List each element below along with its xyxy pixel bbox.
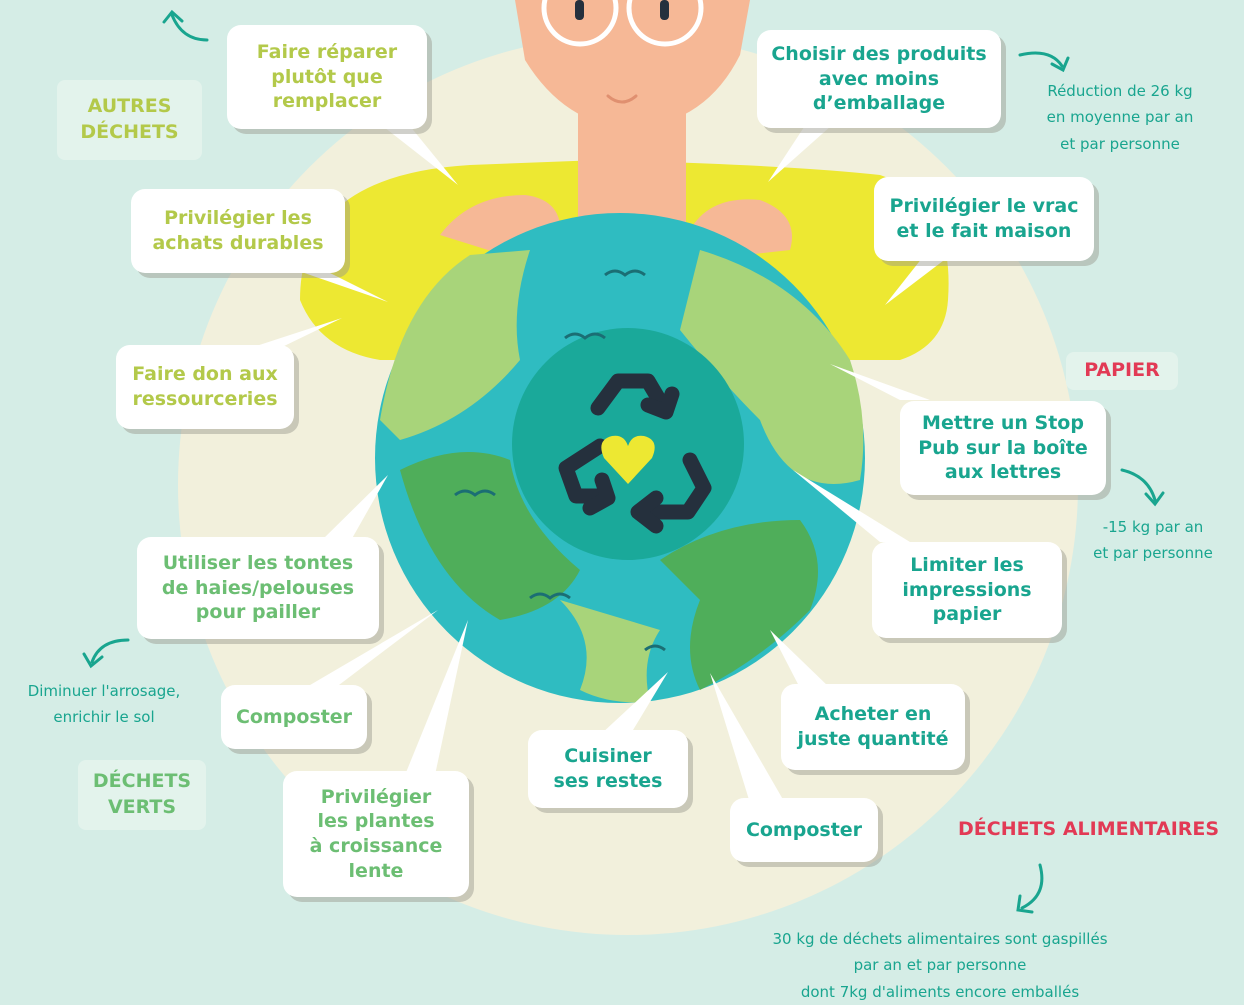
note-reduction-emballage: Réduction de 26 kg en moyenne par an et …	[1046, 82, 1194, 153]
center-disc	[512, 328, 744, 560]
category-dechets-alimentaires: DÉCHETS ALIMENTAIRES	[958, 818, 1220, 840]
bubble-don-ressourceries: Faire don aux ressourceries	[116, 345, 294, 429]
bubble-vrac-fait-maison: Privilégier le vrac et le fait maison	[874, 177, 1094, 261]
wave-icon	[454, 269, 666, 652]
category-dechets-verts: DÉCHETS VERTS	[78, 760, 206, 830]
bubble-acheter-juste-quantite: Acheter en juste quantité	[781, 684, 965, 770]
bubble-plantes-croissance-lente: Privilégier les plantes à croissance len…	[283, 771, 469, 897]
heart-icon	[601, 435, 655, 484]
note-dechets-alimentaires: 30 kg de déchets alimentaires sont gaspi…	[772, 930, 1108, 1001]
bubble-faire-reparer: Faire réparer plutôt que remplacer	[227, 25, 427, 129]
speech-tails	[250, 118, 960, 803]
note-dechets-verts: Diminuer l'arrosage, enrichir le sol	[27, 682, 181, 727]
recycle-icon	[558, 373, 712, 534]
globe-illustration	[375, 213, 865, 703]
category-autres-dechets: AUTRES DÉCHETS	[57, 80, 202, 160]
curved-arrow-icon	[82, 9, 1165, 914]
category-papier: PAPIER	[1066, 352, 1178, 390]
bubble-composter-alimentaires: Composter	[730, 798, 878, 862]
bubble-tontes-pailler: Utiliser les tontes de haies/pelouses po…	[137, 537, 379, 639]
bubble-moins-emballage: Choisir des produits avec moins d’emball…	[757, 30, 1001, 128]
bubble-achats-durables: Privilégier les achats durables	[131, 189, 345, 273]
bubble-composter-verts: Composter	[221, 685, 367, 749]
bubble-stop-pub: Mettre un Stop Pub sur la boîte aux lett…	[900, 401, 1106, 495]
note-papier: -15 kg par an et par personne	[1093, 518, 1213, 563]
bubble-limiter-impressions: Limiter les impressions papier	[872, 542, 1062, 638]
bubble-cuisiner-restes: Cuisiner ses restes	[528, 730, 688, 808]
